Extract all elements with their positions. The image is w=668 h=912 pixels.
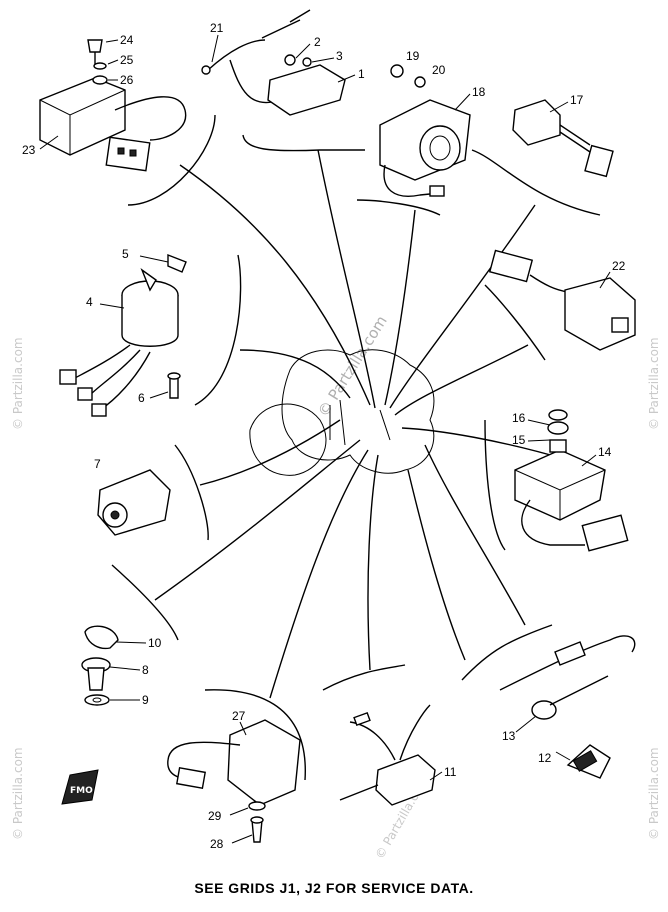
part-12-plug	[499, 635, 636, 779]
callout-21: 21	[210, 21, 224, 35]
callout-23: 23	[22, 143, 36, 157]
callout-26: 26	[120, 73, 134, 87]
part-27-bracket	[167, 719, 301, 843]
service-data-note: SEE GRIDS J1, J2 FOR SERVICE DATA.	[194, 880, 474, 896]
callout-22: 22	[612, 259, 626, 273]
callout-24: 24	[120, 33, 134, 47]
watermark-left-2: © Partzilla.com	[11, 747, 25, 840]
part-18-solenoid	[379, 64, 471, 197]
callout-28: 28	[210, 837, 224, 851]
callout-27: 27	[232, 709, 246, 723]
callout-8: 8	[142, 663, 149, 677]
callout-1: 1	[358, 67, 365, 81]
callout-25: 25	[120, 53, 134, 67]
callout-6: 6	[138, 391, 145, 405]
callout-18: 18	[472, 85, 486, 99]
part-4-ignition-switch	[59, 253, 187, 417]
callout-5: 5	[122, 247, 129, 261]
part-1-sensor	[201, 9, 346, 116]
part-23-unit	[39, 39, 187, 172]
part-8-switch	[81, 625, 119, 706]
logo-text: FMO	[70, 786, 93, 796]
callout-4: 4	[86, 295, 93, 309]
part-17-connector	[512, 99, 614, 178]
callout-15: 15	[512, 433, 526, 447]
callout-10: 10	[148, 636, 162, 650]
callout-labels: 24 25 26 23 21 2 3 1 19 20 18 17 22 5 4 …	[22, 21, 626, 851]
callout-14: 14	[598, 445, 612, 459]
part-22-coupler	[488, 249, 636, 351]
callout-2: 2	[314, 35, 321, 49]
engine-outline	[249, 349, 435, 476]
callout-20: 20	[432, 63, 446, 77]
leader-lines	[154, 149, 569, 699]
part-7-relay	[97, 469, 171, 536]
part-14-regulator	[514, 409, 629, 552]
callout-29: 29	[208, 809, 222, 823]
watermark-right-1: © Partzilla.com	[647, 337, 661, 430]
callout-12: 12	[538, 751, 552, 765]
callout-13: 13	[502, 729, 516, 743]
callout-3: 3	[336, 49, 343, 63]
watermarks: © Partzilla.com © Partzilla.com © Partzi…	[11, 312, 661, 861]
callout-leaders	[39, 34, 611, 844]
callout-11: 11	[444, 765, 457, 779]
fmo-logo: FMO	[61, 769, 99, 805]
group-brackets	[111, 114, 601, 781]
callout-7: 7	[94, 457, 101, 471]
watermark-left-1: © Partzilla.com	[11, 337, 25, 430]
callout-17: 17	[570, 93, 584, 107]
callout-16: 16	[512, 411, 526, 425]
callout-19: 19	[406, 49, 420, 63]
callout-9: 9	[142, 693, 149, 707]
part-11-sensor	[339, 704, 436, 806]
watermark-right-2: © Partzilla.com	[647, 747, 661, 840]
